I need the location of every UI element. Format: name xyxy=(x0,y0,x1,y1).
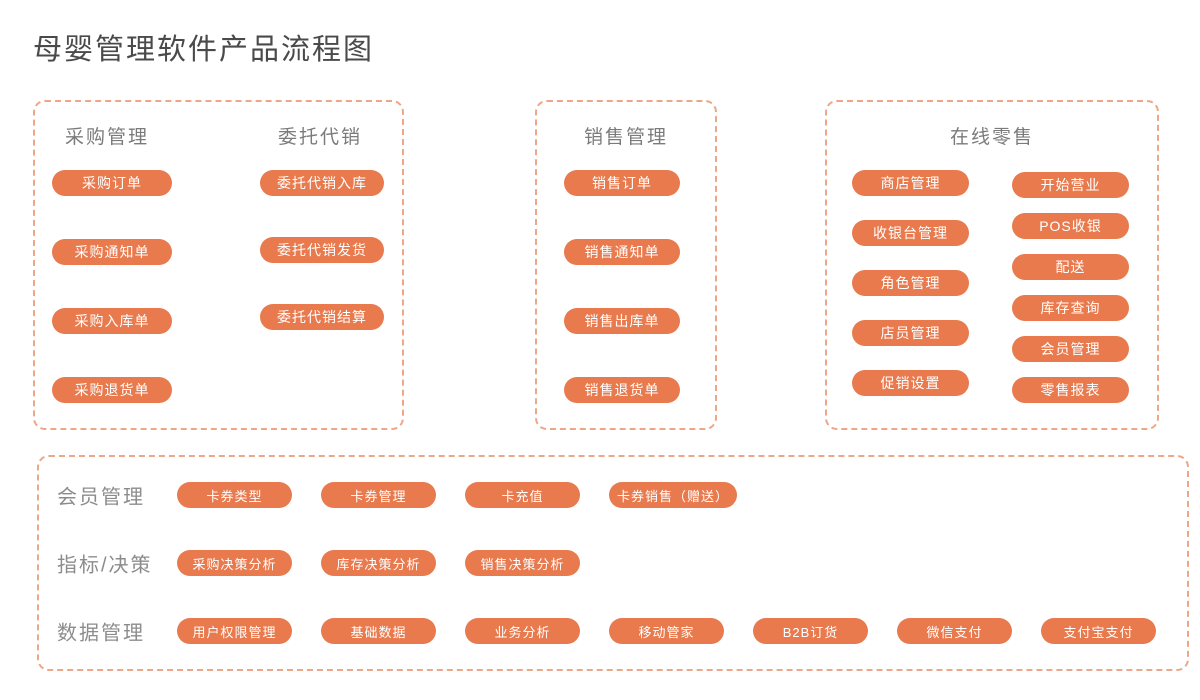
flow-node-pill[interactable]: 配送 xyxy=(1012,254,1129,280)
flow-node-pill[interactable]: 采购订单 xyxy=(52,170,172,196)
flow-node-pill[interactable]: 采购决策分析 xyxy=(177,550,292,576)
flow-node-pill[interactable]: 基础数据 xyxy=(321,618,436,644)
data-management-buttons: 用户权限管理 基础数据 业务分析 移动管家 B2B订货 微信支付 支付宝支付 xyxy=(177,618,1156,644)
sales-button-column: 销售订单销售通知单销售出库单销售退货单 xyxy=(564,170,680,403)
flow-node-pill[interactable]: 采购退货单 xyxy=(52,377,172,403)
member-management-buttons: 卡券类型 卡券管理 卡充值 卡券销售（赠送） xyxy=(177,482,738,508)
retail-left-button-column: 商店管理收银台管理角色管理店员管理促销设置 xyxy=(852,170,969,396)
flow-node-pill[interactable]: 销售决策分析 xyxy=(465,550,580,576)
flow-node-pill[interactable]: 卡充值 xyxy=(465,482,580,508)
flow-node-pill[interactable]: 零售报表 xyxy=(1012,377,1129,403)
retail-right-button-column: 开始营业 POS收银配送库存查询会员管理零售报表 xyxy=(1012,172,1129,403)
flow-node-pill[interactable]: 卡券销售（赠送） xyxy=(609,482,738,508)
flow-node-pill[interactable]: 商店管理 xyxy=(852,170,969,196)
purchase-heading: 采购管理 xyxy=(65,127,150,148)
flow-node-pill[interactable]: 开始营业 xyxy=(1012,172,1129,198)
flow-node-pill[interactable]: 用户权限管理 xyxy=(177,618,292,644)
flow-node-pill[interactable]: 委托代销结算 xyxy=(260,304,384,330)
purchase-button-column: 采购订单采购通知单采购入库单采购退货单 xyxy=(52,170,172,403)
flow-node-pill[interactable]: 角色管理 xyxy=(852,270,969,296)
flow-node-pill[interactable]: 销售退货单 xyxy=(564,377,680,403)
flow-node-pill[interactable]: 卡券管理 xyxy=(321,482,436,508)
consignment-button-column: 委托代销入库委托代销发货委托代销结算 xyxy=(260,170,384,330)
sales-box: 销售管理 销售订单销售通知单销售出库单销售退货单 xyxy=(535,100,717,430)
flow-node-pill[interactable]: POS收银 xyxy=(1012,213,1129,239)
flow-node-pill[interactable]: 移动管家 xyxy=(609,618,724,644)
bottom-modules-box: 会员管理 卡券类型 卡券管理 卡充值 卡券销售（赠送） 指标/决策 采购决策分析 库存决… xyxy=(37,455,1189,671)
flow-node-pill[interactable]: 会员管理 xyxy=(1012,336,1129,362)
data-management-label: 数据管理 xyxy=(57,622,145,645)
member-management-row: 会员管理 卡券类型 卡券管理 卡充值 卡券销售（赠送） xyxy=(39,482,1187,509)
metrics-decision-label: 指标/决策 xyxy=(57,554,153,577)
flow-node-pill[interactable]: 店员管理 xyxy=(852,320,969,346)
flow-node-pill[interactable]: 销售出库单 xyxy=(564,308,680,334)
member-management-label: 会员管理 xyxy=(57,486,145,509)
flow-node-pill[interactable]: 销售订单 xyxy=(564,170,680,196)
flow-node-pill[interactable]: B2B订货 xyxy=(753,618,868,644)
consignment-heading: 委托代销 xyxy=(278,127,363,148)
flow-node-pill[interactable]: 库存查询 xyxy=(1012,295,1129,321)
flow-node-pill[interactable]: 采购入库单 xyxy=(52,308,172,334)
metrics-decision-row: 指标/决策 采购决策分析 库存决策分析 销售决策分析 xyxy=(39,550,1187,577)
flow-node-pill[interactable]: 微信支付 xyxy=(897,618,1012,644)
data-management-row: 数据管理 用户权限管理 基础数据 业务分析 移动管家 B2B订货 微信支付 支付宝支付 xyxy=(39,618,1187,645)
page-title: 母婴管理软件产品流程图 xyxy=(33,34,375,66)
flow-node-pill[interactable]: 促销设置 xyxy=(852,370,969,396)
flow-node-pill[interactable]: 委托代销发货 xyxy=(260,237,384,263)
flow-node-pill[interactable]: 委托代销入库 xyxy=(260,170,384,196)
flow-node-pill[interactable]: 库存决策分析 xyxy=(321,550,436,576)
sales-heading: 销售管理 xyxy=(583,127,668,148)
metrics-decision-buttons: 采购决策分析 库存决策分析 销售决策分析 xyxy=(177,550,580,576)
online-retail-box: 在线零售 商店管理收银台管理角色管理店员管理促销设置 开始营业 POS收银配送库存… xyxy=(825,100,1159,430)
flow-node-pill[interactable]: 业务分析 xyxy=(465,618,580,644)
retail-heading: 在线零售 xyxy=(949,127,1034,148)
flow-node-pill[interactable]: 采购通知单 xyxy=(52,239,172,265)
flow-node-pill[interactable]: 卡券类型 xyxy=(177,482,292,508)
flow-node-pill[interactable]: 支付宝支付 xyxy=(1041,618,1156,644)
flow-node-pill[interactable]: 收银台管理 xyxy=(852,220,969,246)
purchase-consignment-box: 采购管理 委托代销 采购订单采购通知单采购入库单采购退货单 委托代销入库委托代销… xyxy=(33,100,404,430)
flow-node-pill[interactable]: 销售通知单 xyxy=(564,239,680,265)
